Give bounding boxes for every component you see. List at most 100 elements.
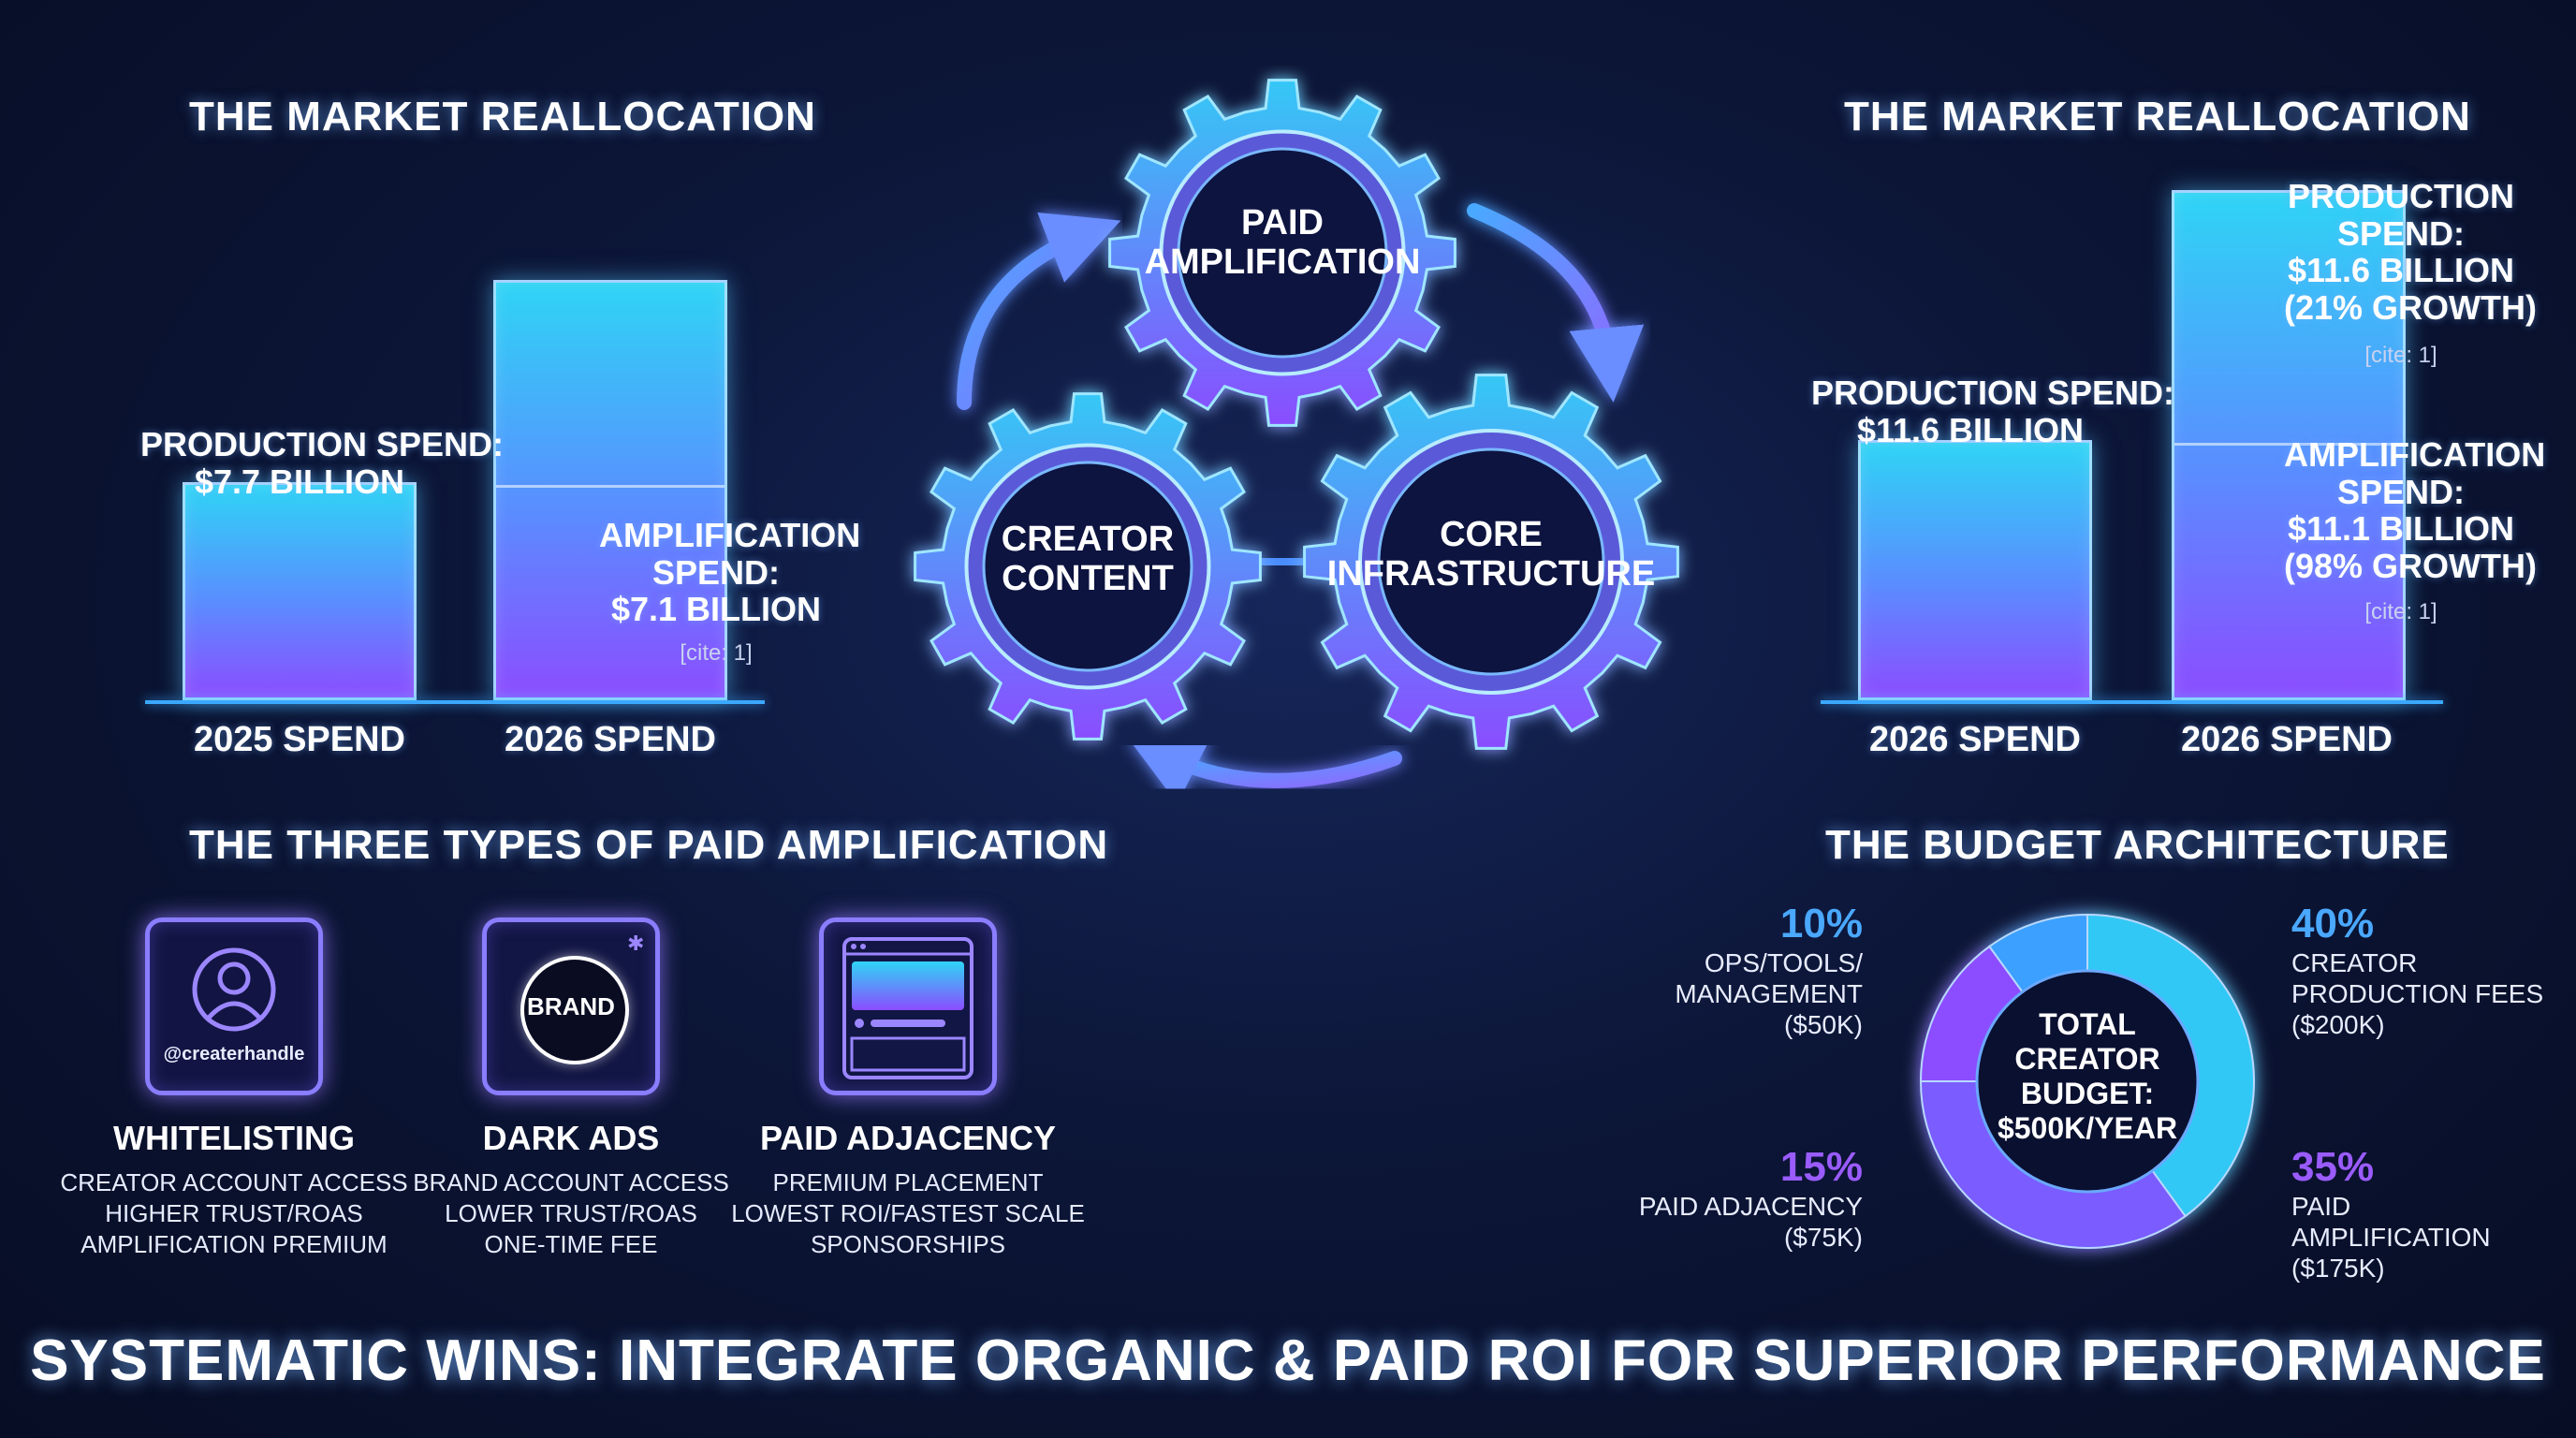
- gear-left-label-2: CONTENT: [1002, 559, 1174, 598]
- left-production-label-line1: PRODUCTION SPEND:: [140, 425, 505, 463]
- brand-badge-text: BRAND: [527, 992, 615, 1020]
- budget-adj-label: 15% PAID ADJACENCY ($75K): [1624, 1144, 1863, 1253]
- gear-right-label-2: INFRASTRUCTURE: [1327, 554, 1655, 594]
- paid-adjacency-title: PAID ADJACENCY: [759, 1119, 1057, 1157]
- donut-center-4: $500K/YEAR: [1998, 1111, 2177, 1145]
- whitelisting-line-1: CREATOR ACCOUNT ACCESS: [60, 1168, 408, 1196]
- dark-ads-title: DARK ADS: [482, 1119, 660, 1157]
- gear-top-label-2: AMPLIFICATION: [1145, 242, 1421, 282]
- gear-left-label-1: CREATOR: [1002, 520, 1174, 559]
- left-amplification-value: $7.1 BILLION: [610, 590, 822, 629]
- budget-heading: THE BUDGET ARCHITECTURE: [1825, 822, 2450, 868]
- bar-left-1: [183, 481, 417, 700]
- paid-adjacency-line-2: LOWEST ROI/FASTEST SCALE: [731, 1199, 1085, 1227]
- left-amplification-line2: SPEND:: [651, 552, 781, 592]
- ops-pct: 10%: [1779, 901, 1863, 946]
- bar-right-2: [2172, 190, 2406, 700]
- cycle-arrow-bottom: [1127, 737, 1402, 804]
- bar-segment-divider: [2174, 442, 2403, 446]
- bar-segment-divider: [496, 484, 724, 488]
- whitelisting-line-2: HIGHER TRUST/ROAS: [105, 1199, 363, 1227]
- amp-line-2: AMPLIFICATION: [2291, 1223, 2491, 1252]
- right-amp-line1: AMPLIFICATION: [2284, 435, 2546, 474]
- whitelisting-tile: @createrhandle: [145, 917, 323, 1095]
- right-amp-value: $11.1 BILLION: [2287, 509, 2515, 549]
- user-profile-icon: [192, 947, 276, 1032]
- left-amplification-label: AMPLIFICATION SPEND: $7.1 BILLION: [599, 516, 861, 629]
- gears-diagram: PAID AMPLIFICATION CREATOR CONTENT CORE …: [914, 79, 1679, 804]
- gear-top-label-1: PAID: [1241, 203, 1324, 242]
- right-x-label-1: 2026 SPEND: [1868, 720, 2081, 759]
- creator-handle: @createrhandle: [163, 1044, 305, 1064]
- left-production-label: PRODUCTION SPEND: $7.7 BILLION: [140, 425, 505, 501]
- left-production-value: $7.7 BILLION: [194, 462, 405, 501]
- gear-paid-amplification: [1108, 79, 1456, 427]
- donut-center-3: BUDGET:: [2021, 1077, 2154, 1110]
- types-heading: THE THREE TYPES OF PAID AMPLIFICATION: [189, 822, 1109, 868]
- left-chart-heading: THE MARKET REALLOCATION: [189, 94, 816, 139]
- dark-ads-line-2: LOWER TRUST/ROAS: [445, 1199, 697, 1227]
- right-baseline: [1821, 700, 2443, 704]
- gear-creator-content: [914, 392, 1262, 741]
- bar-right-1: [1858, 439, 2092, 700]
- whitelisting-title: WHITELISTING: [113, 1119, 355, 1157]
- cycle-arrow-right: [1467, 203, 1645, 403]
- right-production-annotation: PRODUCTION SPEND: $11.6 BILLION (21% GRO…: [2284, 177, 2537, 327]
- right-prod-line2: SPEND:: [2336, 213, 2466, 253]
- ops-amount: ($50K): [1783, 1010, 1863, 1039]
- paid-adjacency-line-3: SPONSORSHIPS: [810, 1230, 1006, 1258]
- prod-line-2: PRODUCTION FEES: [2291, 979, 2544, 1008]
- amp-pct: 35%: [2291, 1144, 2375, 1190]
- gear-right-hub: [1377, 448, 1605, 676]
- gear-left-hub: [982, 461, 1193, 672]
- paid-adjacency-line-1: PREMIUM PLACEMENT: [772, 1168, 1044, 1196]
- amp-line-1: PAID: [2291, 1192, 2351, 1221]
- gear-core-infrastructure: [1303, 374, 1679, 750]
- bar-left-2: [493, 280, 727, 700]
- donut-center-1: TOTAL: [2039, 1007, 2136, 1041]
- left-amplification-line1: AMPLIFICATION: [599, 516, 861, 554]
- prod-line-1: CREATOR: [2291, 948, 2418, 977]
- footer-banner: SYSTEMATIC WINS: INTEGRATE ORGANIC & PAI…: [30, 1328, 2546, 1393]
- dark-ads-tile: BRAND ✱: [482, 917, 660, 1095]
- budget-ops-label: 10% OPS/TOOLS/ MANAGEMENT ($50K): [1633, 901, 1863, 1040]
- amp-amount: ($175K): [2291, 1254, 2385, 1283]
- right-production-label: PRODUCTION SPEND: $11.6 BILLION: [1811, 374, 2175, 449]
- web-page-icon: [842, 937, 973, 1079]
- ops-line-1: OPS/TOOLS/: [1704, 948, 1863, 977]
- adj-amount: ($75K): [1783, 1223, 1863, 1252]
- right-production-label-line1: PRODUCTION SPEND:: [1811, 374, 2175, 412]
- ops-line-2: MANAGEMENT: [1675, 979, 1863, 1008]
- gear-icon: ✱: [627, 932, 645, 955]
- right-production-value: $11.6 BILLION: [1856, 410, 2085, 449]
- right-cite-1: [cite: 1]: [2364, 343, 2437, 368]
- right-x-label-2: 2026 SPEND: [2180, 720, 2393, 759]
- left-baseline: [145, 700, 765, 704]
- prod-pct: 40%: [2291, 901, 2375, 946]
- right-amp-growth: (98% GROWTH): [2284, 546, 2537, 585]
- gear-top-hub: [1177, 147, 1388, 359]
- paid-adjacency-tile: [819, 917, 997, 1095]
- right-chart-heading: THE MARKET REALLOCATION: [1844, 94, 2471, 139]
- right-cite-2: [cite: 1]: [2364, 599, 2437, 624]
- whitelisting-line-3: AMPLIFICATION PREMIUM: [80, 1230, 388, 1258]
- right-amp-line2: SPEND:: [2336, 472, 2466, 511]
- budget-donut-chart: TOTAL CREATOR BUDGET: $500K/YEAR: [1919, 913, 2255, 1249]
- brand-badge-icon: [520, 956, 629, 1064]
- right-prod-growth: (21% GROWTH): [2284, 287, 2537, 327]
- budget-prod-label: 40% CREATOR PRODUCTION FEES ($200K): [2291, 901, 2572, 1040]
- dark-ads-line-1: BRAND ACCOUNT ACCESS: [413, 1168, 729, 1196]
- prod-amount: ($200K): [2291, 1010, 2385, 1039]
- left-x-label-2: 2026 SPEND: [504, 720, 716, 759]
- cycle-arrow-left: [957, 213, 1121, 410]
- adj-pct: 15%: [1779, 1144, 1863, 1190]
- adj-line-1: PAID ADJACENCY: [1638, 1192, 1863, 1221]
- dark-ads-line-3: ONE-TIME FEE: [484, 1230, 658, 1258]
- right-amplification-annotation: AMPLIFICATION SPEND: $11.1 BILLION (98% …: [2284, 435, 2546, 585]
- right-prod-line1: PRODUCTION: [2288, 177, 2514, 215]
- left-cite: [cite: 1]: [680, 640, 753, 666]
- budget-amp-label: 35% PAID AMPLIFICATION ($175K): [2291, 1144, 2563, 1284]
- gear-right-label-1: CORE: [1440, 515, 1543, 554]
- right-prod-value: $11.6 BILLION: [2287, 251, 2515, 290]
- left-x-label-1: 2025 SPEND: [193, 720, 405, 759]
